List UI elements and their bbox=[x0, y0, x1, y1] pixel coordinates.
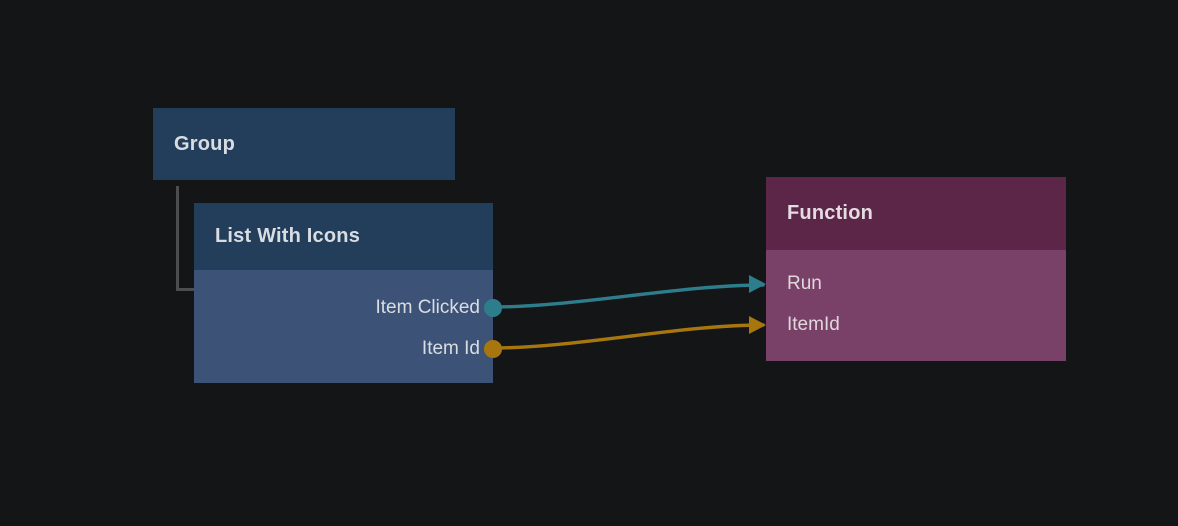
input-port-run[interactable]: Run bbox=[749, 263, 1066, 304]
input-port-itemid[interactable]: ItemId bbox=[749, 304, 1066, 345]
group-bracket bbox=[176, 186, 197, 291]
connection-item-id-to-itemid[interactable] bbox=[491, 323, 765, 350]
connection-item-clicked-to-run[interactable] bbox=[491, 283, 765, 309]
input-port-run-label: Run bbox=[787, 273, 822, 294]
node-function[interactable]: Function Run ItemId bbox=[749, 177, 1066, 361]
node-list-with-icons-title: List With Icons bbox=[215, 225, 361, 247]
node-list-with-icons-body: Item Clicked Item Id bbox=[194, 270, 502, 383]
node-group-header[interactable]: Group bbox=[153, 108, 455, 180]
output-port-item-id-label: Item Id bbox=[421, 338, 480, 359]
node-list-with-icons[interactable]: List With Icons Item Clicked Item Id bbox=[194, 203, 502, 383]
input-port-run-arrow-icon[interactable] bbox=[749, 274, 766, 293]
input-port-itemid-label: ItemId bbox=[787, 314, 840, 335]
output-port-item-clicked-dot-icon[interactable] bbox=[484, 298, 502, 317]
output-port-item-id-dot-icon[interactable] bbox=[484, 339, 502, 358]
output-port-item-clicked[interactable]: Item Clicked bbox=[194, 287, 502, 328]
output-port-item-clicked-label: Item Clicked bbox=[375, 297, 480, 318]
node-function-header[interactable]: Function bbox=[766, 177, 1066, 250]
node-group[interactable]: Group bbox=[153, 108, 455, 180]
node-list-with-icons-header[interactable]: List With Icons bbox=[194, 203, 493, 270]
node-function-title: Function bbox=[787, 202, 874, 224]
input-port-itemid-arrow-icon[interactable] bbox=[749, 315, 766, 334]
node-function-body: Run ItemId bbox=[749, 250, 1066, 361]
node-group-title: Group bbox=[174, 132, 235, 155]
output-port-item-id[interactable]: Item Id bbox=[194, 328, 502, 369]
